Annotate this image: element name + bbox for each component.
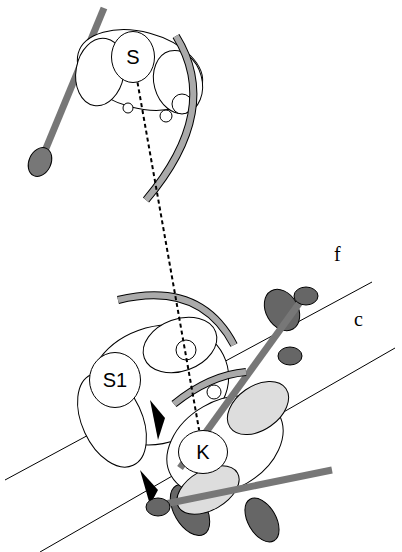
- player-head: S1: [89, 352, 141, 408]
- player-head: S: [111, 31, 155, 83]
- field-line: [5, 282, 372, 480]
- line-label: c: [352, 309, 365, 329]
- player-head: K: [178, 430, 228, 474]
- player-label: S: [126, 47, 139, 67]
- field-line: [40, 348, 395, 552]
- line-label: f: [332, 244, 343, 264]
- player-figure: [146, 283, 332, 548]
- player-label: K: [196, 442, 209, 462]
- player-figure: [24, 8, 212, 200]
- player-label: S1: [103, 370, 127, 390]
- sight-line: [138, 82, 200, 430]
